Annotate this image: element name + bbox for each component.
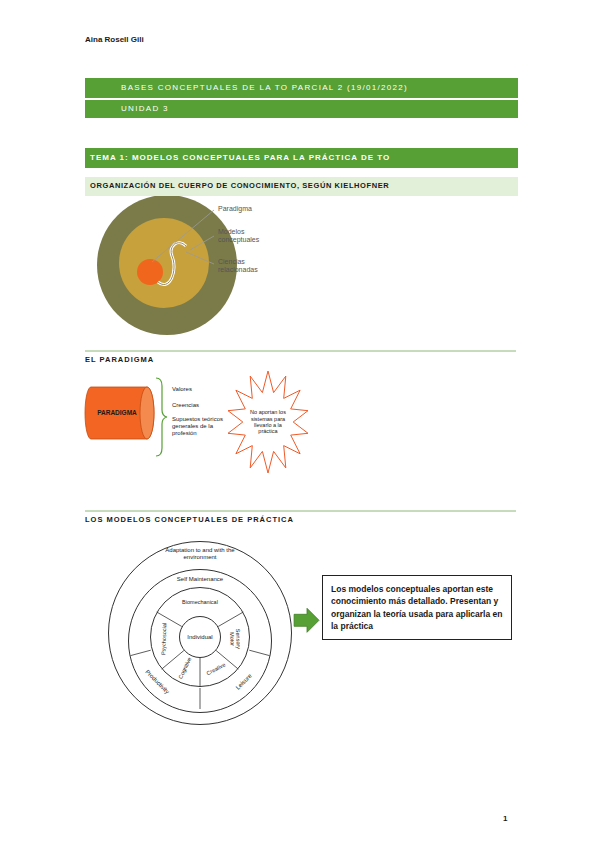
- title-band: UNIDAD 3: [85, 100, 518, 118]
- ring-outline: [180, 617, 221, 658]
- node-text: Self Maintenance: [165, 576, 235, 583]
- node-text: ORGANIZACIÓN DEL CUERPO DE CONOCIMIENTO,…: [90, 182, 389, 191]
- diagram-label: Modelos conceptuales: [218, 228, 270, 244]
- inner-ring: BiomechanicalPsychosocialSensory MotorCo…: [150, 587, 250, 687]
- subheading-band: ORGANIZACIÓN DEL CUERPO DE CONOCIMIENTO,…: [85, 177, 518, 196]
- science-ribbon: [158, 243, 186, 285]
- ring-outline: [151, 588, 250, 687]
- node-text: No aportan los sistemas para llevarlo a …: [248, 409, 288, 434]
- page-number: 1: [503, 814, 517, 823]
- paradigm-circle: [97, 195, 237, 335]
- leader-line: [152, 210, 214, 262]
- author-name: Aina Rosell Gili: [85, 35, 285, 44]
- curly-bracket: [156, 378, 167, 456]
- star-outline: [228, 371, 308, 473]
- section-heading: LOS MODELOS CONCEPTUALES DE PRÁCTICA: [85, 516, 405, 525]
- bracket-item: Creencias: [172, 402, 232, 409]
- node-text: BASES CONCEPTUALES DE LA TO PARCIAL 2 (1…: [121, 83, 408, 92]
- bracket-item: Valores: [172, 386, 232, 393]
- diagram-label: Ciencias relacionadas: [218, 258, 270, 274]
- ring-divider: [130, 650, 150, 655]
- section-heading: EL PARADIGMA: [85, 356, 285, 365]
- section-rule: [85, 511, 516, 512]
- callout-star: No aportan los sistemas para llevarlo a …: [226, 370, 310, 474]
- title-band: BASES CONCEPTUALES DE LA TO PARCIAL 2 (1…: [85, 78, 518, 98]
- models-circle: [119, 218, 209, 308]
- node-text: Biomechanical: [176, 599, 224, 605]
- node-text: TEMA 1: MODELOS CONCEPTUALES PARA LA PRÁ…: [90, 153, 390, 162]
- text-box: Los modelos conceptuales aportan este co…: [322, 575, 512, 640]
- outer-ring: Adaptation to and with the environmentSe…: [108, 541, 292, 725]
- node-text: PARADIGMA: [97, 409, 137, 416]
- ring-outline: [129, 570, 272, 713]
- paradigm-cylinder: PARADIGMA: [85, 386, 155, 440]
- bracket-item: Supuestos teóricos generales de la profe…: [172, 416, 224, 437]
- node-text: UNIDAD 3: [121, 104, 169, 113]
- science-ribbon: [158, 243, 186, 285]
- node-text: Los modelos conceptuales aportan este co…: [331, 583, 503, 632]
- diagram-label: Paradigma: [218, 205, 278, 213]
- block-arrow: [294, 608, 319, 632]
- ring-divider: [200, 658, 201, 687]
- ring-divider: [249, 650, 269, 655]
- middle-ring: Self MaintenanceProductivityLeisureBiome…: [128, 569, 272, 713]
- heading-band: TEMA 1: MODELOS CONCEPTUALES PARA LA PRÁ…: [85, 148, 518, 168]
- leader-line: [186, 252, 214, 264]
- cylinder-body: [85, 387, 154, 439]
- node-text: Sensory Motor: [228, 627, 241, 651]
- node-text: Adaptation to and with the environment: [152, 547, 248, 561]
- leader-line: [190, 236, 214, 250]
- center-circle: Individual: [179, 616, 221, 658]
- node-text: Individual: [180, 634, 220, 641]
- section-rule: [85, 351, 516, 352]
- cylinder-end: [140, 387, 154, 439]
- ring-outline: [109, 542, 292, 725]
- ring-divider: [200, 688, 201, 709]
- ring-divider: [218, 612, 243, 627]
